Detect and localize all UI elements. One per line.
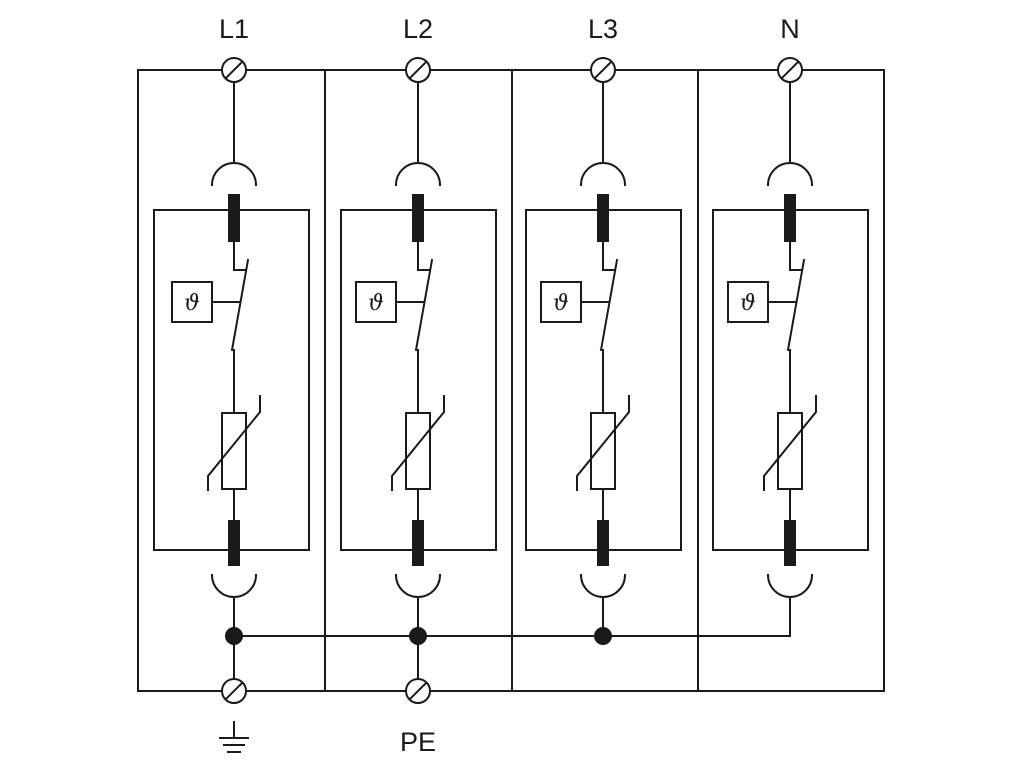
junction-dot-icon bbox=[225, 627, 243, 645]
junction-dot-icon bbox=[409, 627, 427, 645]
fuse-contact-icon bbox=[228, 520, 240, 566]
socket-contact-top bbox=[394, 162, 442, 187]
socket-contact-bottom bbox=[579, 573, 627, 598]
screw-terminal-icon bbox=[405, 678, 431, 704]
common-bus bbox=[225, 596, 791, 680]
varistor-icon bbox=[405, 412, 431, 490]
varistor-icon bbox=[590, 412, 616, 490]
switch-contact-icon bbox=[230, 258, 250, 352]
socket-contact-bottom bbox=[766, 573, 814, 598]
fuse-contact-icon bbox=[412, 520, 424, 566]
junction-dot-icon bbox=[594, 627, 612, 645]
varistor-icon bbox=[777, 412, 803, 490]
protection-module-n: ϑ bbox=[712, 81, 869, 598]
fuse-contact-icon bbox=[784, 194, 796, 242]
screw-terminal-icon bbox=[221, 678, 247, 704]
socket-contact-top bbox=[579, 162, 627, 187]
socket-contact-bottom bbox=[394, 573, 442, 598]
protection-module-l3: ϑ bbox=[525, 81, 682, 637]
socket-contact-top bbox=[766, 162, 814, 187]
thermal-symbol: ϑ bbox=[740, 291, 756, 316]
thermal-symbol: ϑ bbox=[368, 291, 384, 316]
fuse-contact-icon bbox=[597, 194, 609, 242]
varistor-icon bbox=[221, 412, 247, 490]
ground-icon bbox=[219, 721, 249, 753]
terminal-label-pe: PE bbox=[400, 727, 436, 757]
socket-contact-top bbox=[210, 162, 258, 187]
socket-contact-bottom bbox=[210, 573, 258, 598]
terminal-label-l2: L2 bbox=[403, 14, 433, 44]
switch-contact-icon bbox=[414, 258, 434, 352]
protection-module-l1: ϑ bbox=[153, 81, 310, 637]
protection-module-l2: ϑ bbox=[340, 81, 497, 637]
terminal-label-l1: L1 bbox=[219, 14, 249, 44]
module-housing bbox=[153, 209, 310, 551]
switch-contact-icon bbox=[786, 258, 806, 352]
fuse-contact-icon bbox=[597, 520, 609, 566]
terminal-label-l3: L3 bbox=[588, 14, 618, 44]
fuse-contact-icon bbox=[784, 520, 796, 566]
thermal-symbol: ϑ bbox=[553, 291, 569, 316]
thermal-symbol: ϑ bbox=[184, 291, 200, 316]
fuse-contact-icon bbox=[412, 194, 424, 242]
screw-terminal-icon bbox=[777, 57, 803, 83]
fuse-contact-icon bbox=[228, 194, 240, 242]
screw-terminal-icon bbox=[221, 57, 247, 83]
switch-contact-icon bbox=[599, 258, 619, 352]
screw-terminal-icon bbox=[405, 57, 431, 83]
enclosure-frame bbox=[137, 69, 885, 692]
terminal-label-n: N bbox=[780, 14, 800, 44]
screw-terminal-icon bbox=[590, 57, 616, 83]
